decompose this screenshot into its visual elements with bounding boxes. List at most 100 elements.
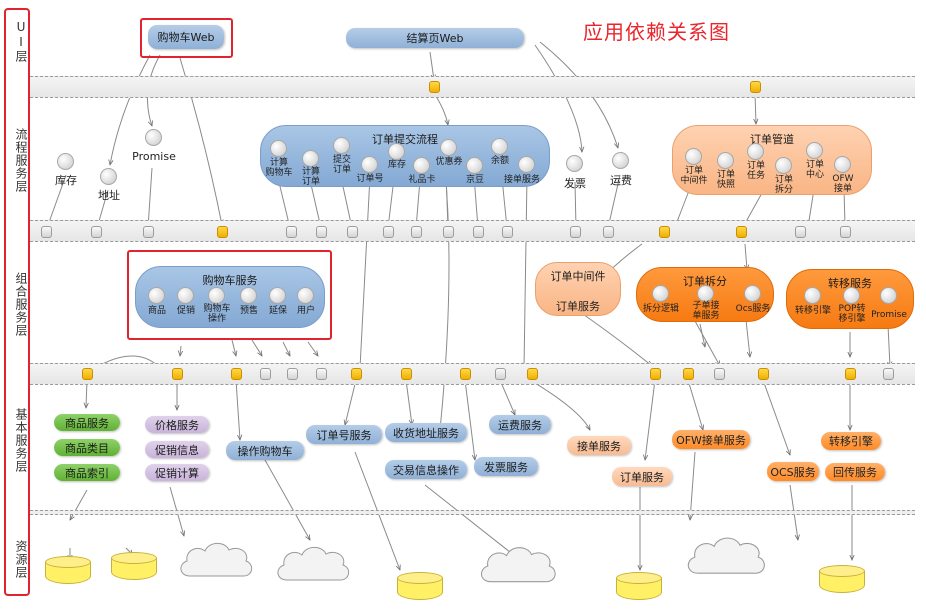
interface-port <box>143 226 154 238</box>
interface-port <box>750 81 761 93</box>
interface-port <box>231 368 242 380</box>
cloud-icon <box>687 537 765 574</box>
order-pipeline-node <box>717 152 734 169</box>
order-no-service-box: 订单号服务 <box>306 425 382 444</box>
order-pipeline-node <box>747 143 764 160</box>
order-split-node <box>697 285 714 302</box>
database-icon <box>397 572 443 602</box>
order-submit-node <box>518 156 535 173</box>
interface-port <box>443 226 454 238</box>
invoice-service-box: 发票服务 <box>474 457 538 476</box>
order-submit-item-label: 计算 购物车 <box>265 158 293 178</box>
callback-service-box: 回传服务 <box>825 463 885 481</box>
interface-port <box>473 226 484 238</box>
interface-port <box>840 226 851 238</box>
interface-port <box>260 368 271 380</box>
order-pipeline-node <box>775 157 792 174</box>
flow-compose-interface-band <box>30 220 915 242</box>
cart-service-item-label: 延保 <box>268 306 288 316</box>
order-submit-node <box>270 140 287 157</box>
product-service-box: 商品服务 <box>54 414 120 431</box>
transfer-service-node <box>804 287 821 304</box>
layer-column-frame <box>4 8 30 596</box>
interface-port <box>603 226 614 238</box>
highlight-cart-service <box>127 250 332 340</box>
transfer-service-item-label: POP转 移引擎 <box>838 304 866 324</box>
promo-calc-box: 促销计算 <box>145 464 209 481</box>
order-submit-node <box>413 157 430 174</box>
interface-port <box>82 368 93 380</box>
order-pipeline-node <box>806 142 823 159</box>
interface-port <box>316 226 327 238</box>
group-title: 订单提交流程 <box>372 133 438 146</box>
cart-service-node <box>177 287 194 304</box>
order-submit-node <box>388 143 405 160</box>
cart-service-item-label: 用户 <box>296 306 316 316</box>
cart-service-node <box>297 287 314 304</box>
order-middleware-group: 订单中间件 <box>535 262 621 316</box>
transfer-engine-box: 转移引擎 <box>821 432 881 450</box>
database-icon <box>819 565 865 595</box>
cloud-icon <box>481 547 556 583</box>
inventory-label: 库存 <box>55 174 77 187</box>
interface-port <box>411 226 422 238</box>
inventory-node <box>57 153 74 170</box>
interface-port <box>401 368 412 380</box>
order-pipeline-node <box>834 156 851 173</box>
interface-port <box>527 368 538 380</box>
order-submit-node <box>361 156 378 173</box>
interface-port <box>460 368 471 380</box>
layer-label-basic: 基本服务层 <box>14 408 28 473</box>
order-submit-item-label: 计算 订单 <box>301 167 321 187</box>
group-title: 订单中间件 <box>550 270 606 283</box>
order-middleware-item-label: 订单服务 <box>556 300 600 313</box>
layer-label-resource: 资源层 <box>14 540 28 579</box>
basic-resource-separator <box>30 510 915 515</box>
invoice-node <box>566 155 583 172</box>
cart-service-node <box>148 287 165 304</box>
layer-label-flow: 流程服务层 <box>14 128 28 193</box>
interface-port <box>287 368 298 380</box>
cart-service-node <box>208 287 225 304</box>
order-split-item-label: 拆分逻辑 <box>642 304 680 314</box>
interface-port <box>714 368 725 380</box>
interface-port <box>736 226 747 238</box>
price-service-box: 价格服务 <box>145 416 209 433</box>
database-icon <box>45 556 91 586</box>
group-title: 购物车服务 <box>202 274 258 287</box>
cart-service-item-label: 促销 <box>176 306 196 316</box>
group-title: 订单管道 <box>750 133 794 146</box>
interface-port <box>758 368 769 380</box>
freight-node <box>612 152 629 169</box>
order-submit-node <box>302 150 319 167</box>
transfer-service-node <box>843 287 860 304</box>
order-submit-node <box>440 139 457 156</box>
cart-operation-box: 操作购物车 <box>226 441 304 460</box>
order-split-item-label: 子单接 单服务 <box>692 301 720 321</box>
order-submit-item-label: 京豆 <box>465 175 485 185</box>
transfer-service-item-label: Promise <box>871 310 907 320</box>
order-pipeline-item-label: 订单 中心 <box>805 160 825 180</box>
interface-port <box>570 226 581 238</box>
cart-web-box: 购物车Web <box>148 25 224 49</box>
ui-flow-interface-band <box>30 76 915 98</box>
highlight-cart-web <box>140 18 233 58</box>
order-pipeline-node <box>685 148 702 165</box>
cart-service-group: 购物车服务 <box>135 266 325 328</box>
interface-port <box>659 226 670 238</box>
invoice-label: 发票 <box>564 177 586 190</box>
interface-port <box>795 226 806 238</box>
product-category-box: 商品类目 <box>54 439 120 456</box>
cart-service-node <box>269 287 286 304</box>
receive-order-service-box: 接单服务 <box>567 436 631 455</box>
order-submit-item-label: 余额 <box>490 156 510 166</box>
order-submit-node <box>333 137 350 154</box>
cloud-icon <box>180 542 253 577</box>
address-label: 地址 <box>98 189 120 202</box>
address-node <box>100 168 117 185</box>
cart-service-node <box>240 287 257 304</box>
order-pipeline-item-label: OFW 接单 <box>832 174 854 194</box>
order-submit-item-label: 礼品卡 <box>408 175 436 185</box>
interface-port <box>883 368 894 380</box>
